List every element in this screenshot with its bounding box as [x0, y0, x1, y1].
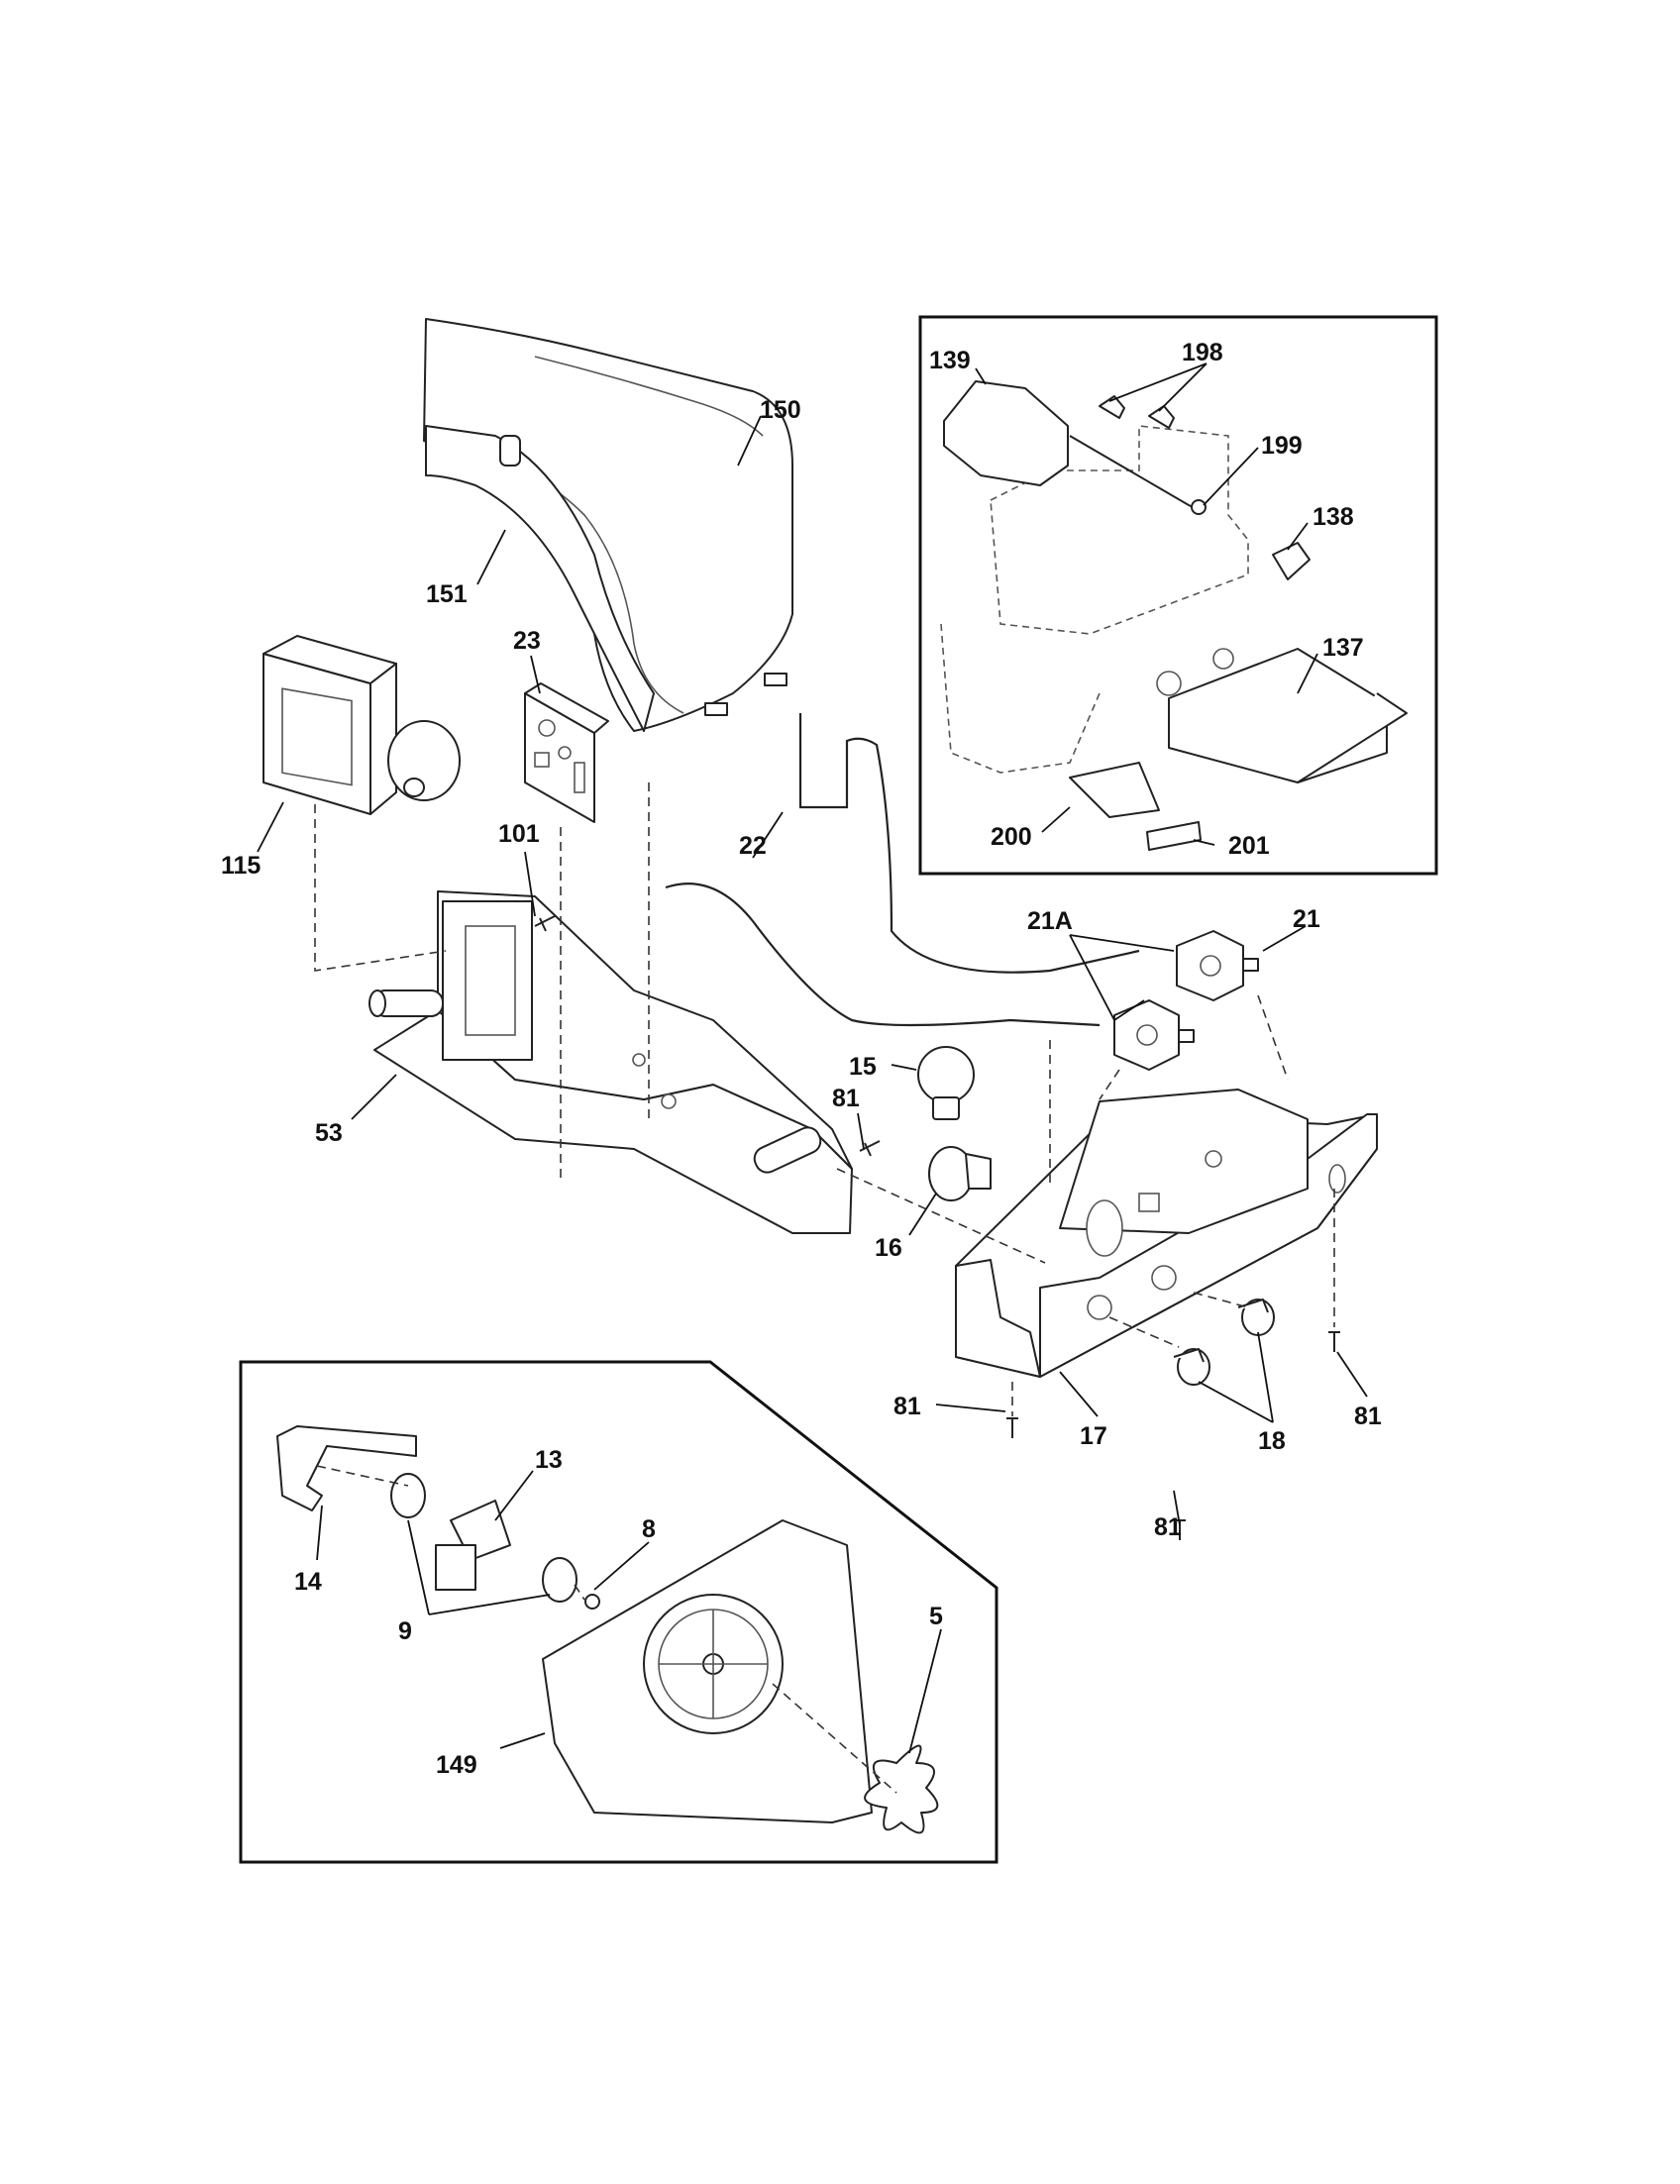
callout-9: 9: [398, 1617, 412, 1645]
callout-115: 115: [221, 852, 261, 880]
callout-101: 101: [498, 820, 540, 848]
callout-17: 17: [1080, 1422, 1107, 1450]
callout-15: 15: [849, 1053, 877, 1081]
callout-138: 138: [1312, 503, 1354, 531]
callout-81: 81: [1154, 1513, 1182, 1541]
callout-13: 13: [535, 1446, 563, 1474]
part-150-151-chute: [423, 318, 793, 732]
callout-leaders: [257, 363, 1368, 1754]
part-23-control-board: [524, 682, 609, 823]
part-53-mounting-panel: [368, 890, 853, 1234]
callout-16: 16: [875, 1234, 902, 1262]
inset-frame-dispenser: [918, 315, 1438, 876]
callout-labels: 150 151 23 115 101 22 53 81 15 16 21A 21…: [221, 339, 1382, 1779]
part-21-21A-switches: [1113, 930, 1259, 1071]
part-15-light-bulb: [917, 1046, 975, 1120]
alignment-lines: [314, 782, 1335, 1794]
callout-18: 18: [1258, 1427, 1286, 1455]
callout-199: 199: [1261, 432, 1303, 460]
callout-139: 139: [929, 347, 971, 374]
callout-14: 14: [294, 1568, 322, 1596]
callout-53: 53: [315, 1119, 343, 1147]
callout-149: 149: [436, 1751, 477, 1779]
part-16-lamp-socket: [928, 1146, 992, 1201]
callout-201: 201: [1228, 832, 1270, 860]
callout-8: 8: [642, 1515, 656, 1543]
callout-23: 23: [513, 627, 541, 655]
callout-21: 21: [1293, 905, 1320, 933]
part-22-wire-harness: [665, 713, 1140, 1027]
inset-fan-parts: [276, 1425, 939, 1834]
callout-198: 198: [1182, 339, 1223, 366]
part-18-knobs: [1173, 1299, 1275, 1386]
callout-21A: 21A: [1027, 907, 1073, 935]
callout-200: 200: [991, 823, 1032, 851]
part-17-dispenser-housing: [955, 1089, 1378, 1378]
callout-81: 81: [832, 1085, 860, 1112]
callout-22: 22: [739, 832, 767, 860]
inset-frame-fan: [239, 1360, 998, 1864]
callout-137: 137: [1322, 634, 1364, 662]
callout-150: 150: [760, 396, 801, 424]
callout-81: 81: [893, 1393, 921, 1420]
callout-81: 81: [1354, 1403, 1382, 1430]
part-115-defrost-timer: [262, 635, 461, 815]
inset-dispenser-parts: [940, 380, 1408, 851]
callout-151: 151: [426, 580, 468, 608]
callout-5: 5: [929, 1603, 943, 1630]
